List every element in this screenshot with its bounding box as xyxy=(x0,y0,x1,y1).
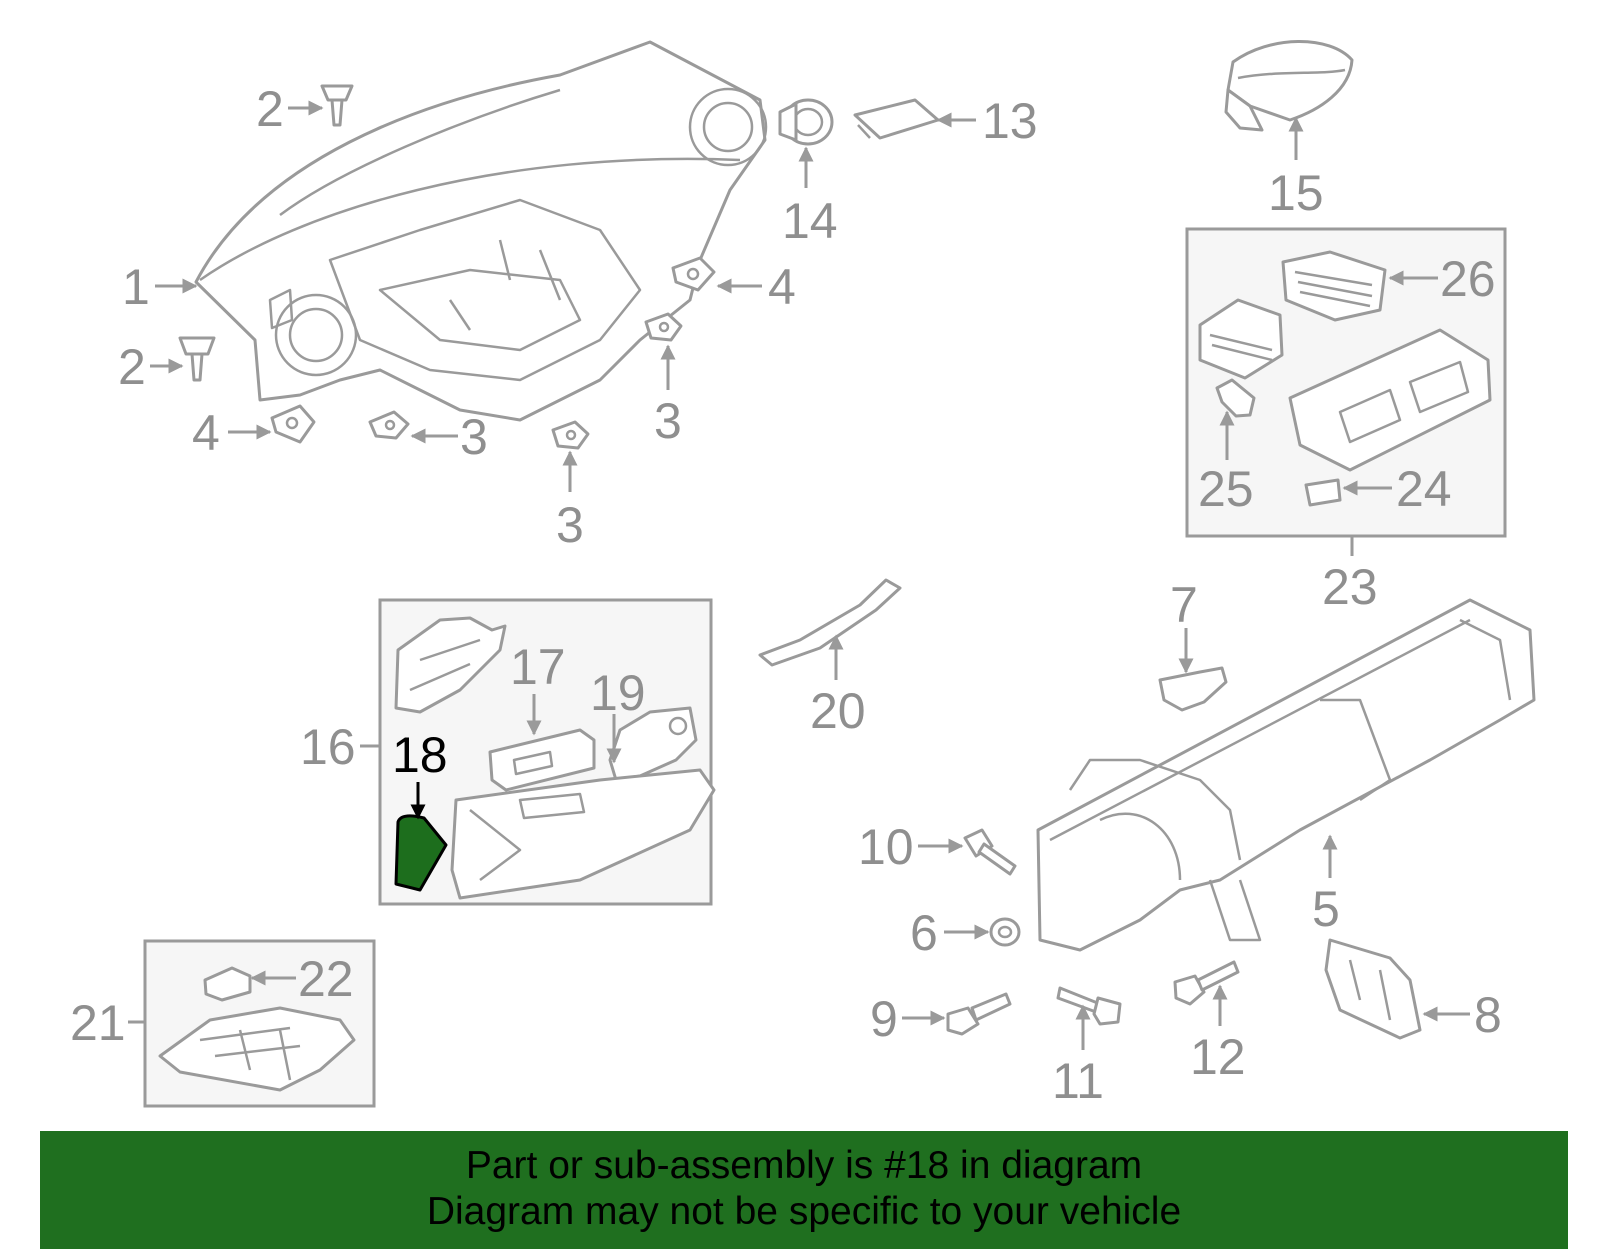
callout-17: 17 xyxy=(510,639,566,695)
nut-part-4b[interactable] xyxy=(671,256,716,292)
leader-lines xyxy=(128,100,1470,1050)
clip-part-22[interactable] xyxy=(203,966,252,1002)
clip-part-3a[interactable] xyxy=(368,410,410,440)
bracket-part-16-top[interactable] xyxy=(394,616,507,714)
clip-part-3c[interactable] xyxy=(644,312,683,342)
glove-box-part[interactable] xyxy=(450,768,716,900)
clip-part-2b[interactable] xyxy=(178,336,216,382)
bracket-part-7[interactable] xyxy=(1158,666,1228,712)
callout-26: 26 xyxy=(1440,251,1496,307)
bracket-part-20[interactable] xyxy=(758,578,902,667)
info-banner: Part or sub-assembly is #18 in diagram D… xyxy=(40,1131,1568,1249)
callout-23: 23 xyxy=(1322,559,1378,615)
callout-9: 9 xyxy=(870,991,898,1047)
bracket-part-19[interactable] xyxy=(608,706,698,782)
callout-6: 6 xyxy=(910,905,938,961)
bolt-part-10[interactable] xyxy=(963,828,1017,876)
clip-part-24[interactable] xyxy=(1304,478,1342,507)
bolt-part-11[interactable] xyxy=(1056,986,1122,1026)
callout-1: 1 xyxy=(122,259,150,315)
bolt-part-9[interactable] xyxy=(946,992,1012,1036)
callout-19: 19 xyxy=(590,665,646,721)
callout-12: 12 xyxy=(1190,1029,1246,1085)
callout-21: 21 xyxy=(70,995,126,1051)
banner-line-2: Diagram may not be specific to your vehi… xyxy=(426,1190,1182,1233)
tray-part-21[interactable] xyxy=(158,1006,356,1092)
cross-beam-part-5[interactable] xyxy=(1036,598,1536,952)
callout-8: 8 xyxy=(1474,987,1502,1043)
washer-part-6[interactable] xyxy=(989,917,1021,947)
vent-part-unlabeled[interactable] xyxy=(1198,298,1284,380)
callout-16: 16 xyxy=(300,719,356,775)
callout-25: 25 xyxy=(1198,461,1254,517)
callout-7: 7 xyxy=(1170,577,1198,633)
clip-part-2a[interactable] xyxy=(320,84,354,127)
callout-4a: 4 xyxy=(192,405,220,461)
callout-20: 20 xyxy=(810,683,866,739)
bracket-part-8[interactable] xyxy=(1324,938,1422,1040)
callout-18: 18 xyxy=(392,727,448,783)
callout-3c: 3 xyxy=(654,393,682,449)
callout-5: 5 xyxy=(1312,881,1340,937)
vent-part-26[interactable] xyxy=(1281,250,1387,322)
callout-10: 10 xyxy=(858,819,914,875)
callout-3b: 3 xyxy=(556,497,584,553)
nut-part-4a[interactable] xyxy=(270,404,316,444)
callout-2a: 2 xyxy=(256,81,284,137)
callout-24: 24 xyxy=(1396,461,1452,517)
callout-labels: 1 2 2 4 4 3 3 3 14 13 15 26 25 24 23 20 … xyxy=(70,81,1502,1109)
callout-14: 14 xyxy=(782,193,838,249)
callout-15: 15 xyxy=(1268,165,1324,221)
bolt-part-12[interactable] xyxy=(1173,960,1240,1006)
banner-line-1: Part or sub-assembly is #18 in diagram xyxy=(465,1144,1143,1187)
trim-panel-part[interactable] xyxy=(1288,328,1492,472)
callout-2b: 2 xyxy=(118,339,146,395)
callout-22: 22 xyxy=(298,951,354,1007)
callout-4b: 4 xyxy=(768,259,796,315)
callout-11: 11 xyxy=(1052,1053,1104,1109)
clip-part-3b[interactable] xyxy=(551,420,590,450)
callout-13: 13 xyxy=(982,93,1038,149)
bezel-part-17[interactable] xyxy=(488,728,596,792)
bracket-part-25[interactable] xyxy=(1215,378,1256,418)
cover-part-13[interactable] xyxy=(853,98,940,140)
airbag-part-15[interactable] xyxy=(1224,40,1354,132)
instrument-panel-part[interactable] xyxy=(194,40,768,422)
callout-3a: 3 xyxy=(460,409,488,465)
vent-knob-part-14[interactable] xyxy=(778,98,834,146)
